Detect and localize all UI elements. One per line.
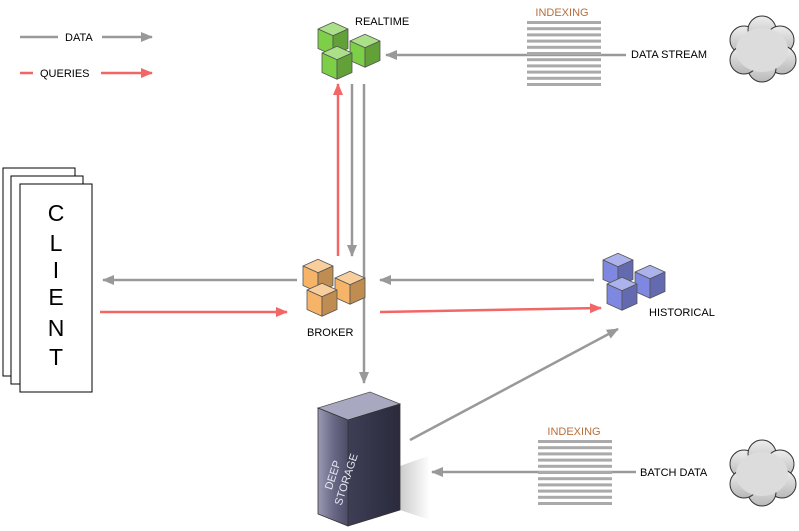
realtime-node-icon [317,21,381,80]
data-stream-label: DATA STREAM [631,49,707,61]
indexing-top: INDEXING [527,7,601,86]
legend-queries-label: QUERIES [40,68,90,80]
indexing-bottom-lines-icon [538,440,612,505]
historical-cube-2 [634,264,666,299]
client-letter-5: N [48,315,65,341]
indexing-bottom-line-8 [538,483,612,487]
indexing-bottom: INDEXING [538,426,612,505]
indexing-bottom-label: INDEXING [547,426,600,438]
historical-node-icon [602,252,666,311]
realtime-cube-2 [349,33,381,68]
broker-cube-3 [306,282,338,317]
indexing-top-line-9 [527,70,601,74]
indexing-top-line-3 [527,33,601,37]
client-page-front [19,183,93,393]
indexing-bottom-line-2 [538,446,612,450]
indexing-top-line-5 [527,45,601,49]
indexing-top-line-2 [527,27,601,31]
broker-cube-2 [334,270,366,305]
client-stack: C L I E N T [2,167,93,393]
broker-node-icon [302,258,366,317]
deep-storage-icon: DEEP STORAGE [316,391,402,527]
batch-data-label: BATCH DATA [640,467,708,479]
query-arrows [100,83,602,317]
indexing-bottom-line-4 [538,458,612,462]
client-letter-1: C [48,200,65,226]
indexing-top-line-7 [527,58,601,62]
legend-data-label: DATA [65,32,93,44]
indexing-top-line-11 [527,83,601,86]
client-letter-4: E [48,284,63,310]
indexing-bottom-line-10 [538,495,612,499]
indexing-top-line-10 [527,76,601,80]
client-letter-3: I [53,257,59,283]
indexing-bottom-line-3 [538,452,612,456]
historical-cube-3 [606,276,638,311]
indexing-bottom-line-9 [538,489,612,493]
indexing-bottom-line-7 [538,477,612,481]
realtime-cube-3 [321,45,353,80]
broker-label: BROKER [307,327,354,339]
indexing-top-line-8 [527,64,601,68]
indexing-top-line-6 [527,52,601,55]
client-letter-6: T [49,344,63,370]
indexing-top-line-4 [527,39,601,43]
indexing-bottom-line-5 [538,464,612,468]
data-stream-cloud-icon [729,15,797,83]
arrow-broker-to-historical-query [379,303,602,314]
indexing-top-lines-icon [527,21,601,86]
indexing-bottom-line-11 [538,502,612,505]
deep-storage-front [317,407,349,527]
storage-shadow [400,456,430,520]
indexing-top-label: INDEXING [535,7,588,19]
indexing-top-line-1 [527,21,601,24]
client-letter-2: L [50,230,63,256]
indexing-bottom-line-6 [538,471,612,474]
historical-label: HISTORICAL [649,307,715,319]
indexing-bottom-line-1 [538,440,612,443]
arrow-storage-to-historical [409,327,619,442]
legend: DATA QUERIES [20,32,153,80]
batch-data-cloud-icon [729,439,797,507]
realtime-label: REALTIME [355,16,409,28]
